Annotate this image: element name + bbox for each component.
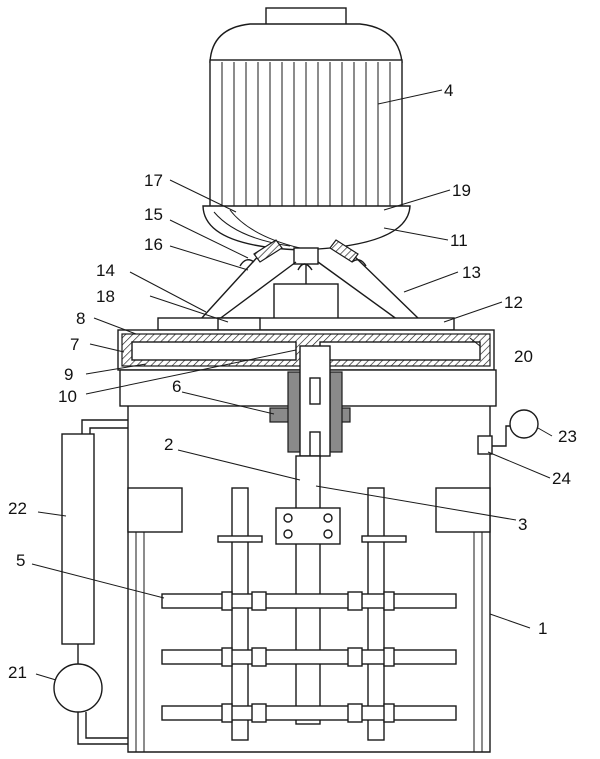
circulation-pump: [53, 663, 103, 713]
label-21: 21: [8, 663, 27, 682]
label-7: 7: [70, 335, 79, 354]
label-20: 20: [514, 347, 533, 366]
valve-box: [477, 435, 493, 455]
reference-numerals: 4 17 19 15 11 16 14 13 18 12 8 7 20 9 10…: [8, 81, 577, 682]
label-5: 5: [16, 551, 25, 570]
motor-bowl-housing: [202, 205, 411, 265]
label-9: 9: [64, 365, 73, 384]
label-24: 24: [552, 469, 571, 488]
label-15: 15: [144, 205, 163, 224]
label-18: 18: [96, 287, 115, 306]
leader-lines: [31, 89, 553, 681]
top-plate: [157, 317, 455, 331]
circulation-loop: [53, 419, 128, 745]
label-2: 2: [164, 435, 173, 454]
damper-struts: [199, 239, 421, 321]
label-22: 22: [8, 499, 27, 518]
label-13: 13: [462, 263, 481, 282]
label-3: 3: [518, 515, 527, 534]
bearing-seat: [269, 345, 351, 459]
label-17: 17: [144, 171, 163, 190]
label-12: 12: [504, 293, 523, 312]
label-8: 8: [76, 309, 85, 328]
stirring-shaft: [275, 455, 341, 725]
motor: [209, 7, 403, 209]
label-23: 23: [558, 427, 577, 446]
label-11: 11: [450, 231, 468, 250]
label-1: 1: [538, 619, 547, 638]
pressure-gauge-assembly: [477, 409, 539, 455]
pressure-gauge: [509, 409, 539, 439]
insulated-cover: [117, 329, 495, 371]
side-stirring-rods: [217, 487, 407, 741]
tank-body: [127, 406, 491, 753]
label-10: 10: [58, 387, 77, 406]
label-19: 19: [452, 181, 471, 200]
label-6: 6: [172, 377, 181, 396]
condenser-tube: [61, 433, 95, 645]
label-4: 4: [444, 81, 453, 100]
coupling-block: [273, 283, 339, 321]
label-16: 16: [144, 235, 163, 254]
paddles: [161, 591, 457, 723]
label-14: 14: [96, 261, 115, 280]
